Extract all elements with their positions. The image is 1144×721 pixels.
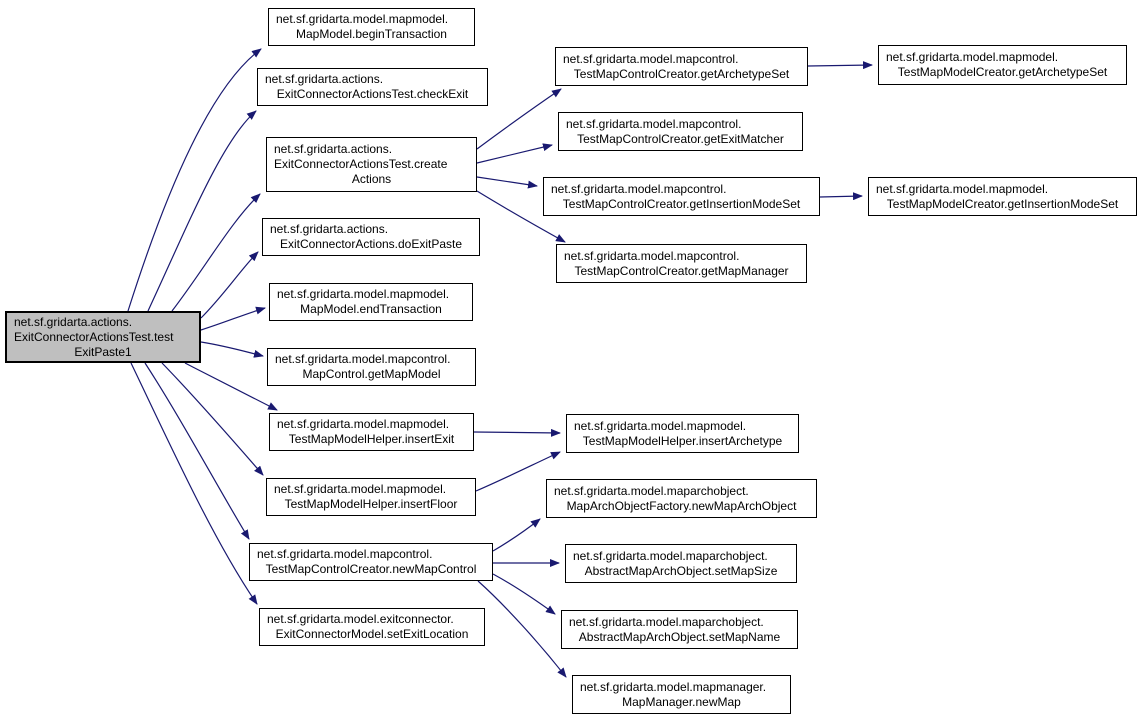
edge-testExitPaste1-beginTransaction [127,48,262,312]
node-insertExit[interactable]: net.sf.gridarta.model.mapmodel.TestMapMo… [269,413,474,451]
node-checkExit[interactable]: net.sf.gridarta.actions.ExitConnectorAct… [257,68,488,106]
edge-testExitPaste1-setExitLocation [130,362,258,605]
node-getMapModel[interactable]: net.sf.gridarta.model.mapcontrol.MapCont… [267,348,476,386]
edge-createActions-getExitMatcher [476,143,553,164]
node-setMapSize[interactable]: net.sf.gridarta.model.maparchobject.Abst… [565,544,797,583]
edge-getArchetypeSet-tmmcGetArchetypeSet [807,61,873,70]
edge-createActions-getMapManager [476,190,566,243]
edge-getInsertionModeSet-tmmcGetInsertionModeSet [819,192,863,201]
node-getExitMatcher[interactable]: net.sf.gridarta.model.mapcontrol.TestMap… [558,112,803,151]
edge-insertExit-insertArchetype [473,428,561,437]
node-newMap[interactable]: net.sf.gridarta.model.mapmanager.MapMana… [572,675,791,714]
node-beginTransaction[interactable]: net.sf.gridarta.model.mapmodel.MapModel.… [268,8,475,46]
edge-insertFloor-insertArchetype [475,451,561,492]
node-insertFloor[interactable]: net.sf.gridarta.model.mapmodel.TestMapMo… [266,478,476,516]
node-tmmcGetInsertionModeSet[interactable]: net.sf.gridarta.model.mapmodel.TestMapMo… [868,177,1137,216]
node-getMapManager[interactable]: net.sf.gridarta.model.mapcontrol.TestMap… [556,244,807,283]
edge-testExitPaste1-endTransaction [200,306,266,331]
node-newMapControl[interactable]: net.sf.gridarta.model.mapcontrol.TestMap… [249,543,493,581]
edge-createActions-getArchetypeSet [476,88,562,150]
edge-testExitPaste1-insertFloor [161,362,264,476]
node-insertArchetype[interactable]: net.sf.gridarta.model.mapmodel.TestMapMo… [566,414,799,453]
edge-testExitPaste1-newMapControl [144,362,250,540]
edge-newMapControl-newMap [477,580,567,678]
edge-testExitPaste1-getMapModel [200,341,264,358]
edge-testExitPaste1-insertExit [184,362,278,411]
node-testExitPaste1: net.sf.gridarta.actions.ExitConnectorAct… [5,311,201,363]
node-createActions[interactable]: net.sf.gridarta.actions.ExitConnectorAct… [266,137,477,192]
edge-newMapControl-setMapName [492,573,556,615]
node-getArchetypeSet[interactable]: net.sf.gridarta.model.mapcontrol.TestMap… [555,47,808,86]
node-doExitPaste[interactable]: net.sf.gridarta.actions.ExitConnectorAct… [262,218,480,256]
node-getInsertionModeSet[interactable]: net.sf.gridarta.model.mapcontrol.TestMap… [543,177,820,216]
node-setMapName[interactable]: net.sf.gridarta.model.maparchobject.Abst… [561,610,798,649]
edge-testExitPaste1-checkExit [147,110,257,312]
edge-newMapControl-newMapArchObject [492,518,541,552]
node-newMapArchObject[interactable]: net.sf.gridarta.model.maparchobject.MapA… [546,479,817,518]
edge-testExitPaste1-doExitPaste [200,251,259,319]
node-tmmcGetArchetypeSet[interactable]: net.sf.gridarta.model.mapmodel.TestMapMo… [878,45,1127,85]
edge-testExitPaste1-createActions [171,193,261,312]
node-endTransaction[interactable]: net.sf.gridarta.model.mapmodel.MapModel.… [269,283,473,321]
edge-createActions-getInsertionModeSet [476,176,538,189]
node-setExitLocation[interactable]: net.sf.gridarta.model.exitconnector.Exit… [259,608,485,646]
